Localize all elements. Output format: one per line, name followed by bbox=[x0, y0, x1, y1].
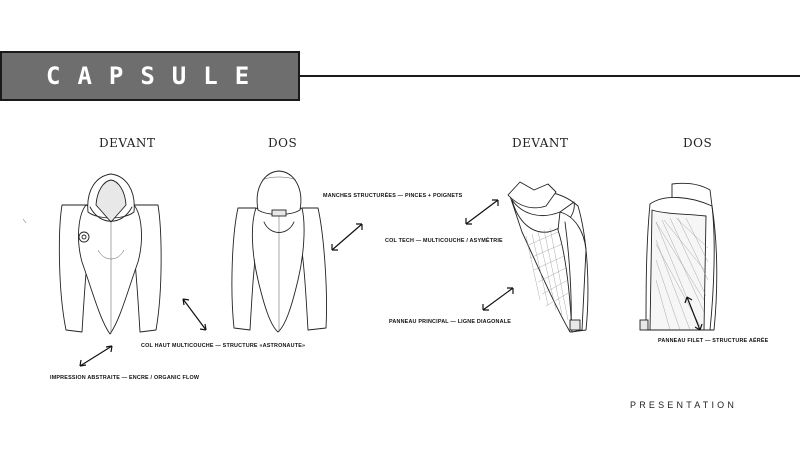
note-col-haut: COL HAUT MULTICOUCHE — STRUCTURE «ASTRON… bbox=[141, 343, 306, 349]
sketch-mark bbox=[22, 218, 27, 224]
note-panneau-filet: PANNEAU FILET — STRUCTURE AÉRÉE bbox=[658, 338, 769, 344]
footer-label: PRESENTATION bbox=[630, 400, 738, 410]
page-title: CAPSULE bbox=[46, 62, 267, 90]
annotation-arrows bbox=[79, 199, 703, 367]
hoodie-back-sketch bbox=[231, 170, 327, 333]
hoodie-front-sketch bbox=[58, 173, 162, 335]
view-label-devant-1: DEVANT bbox=[99, 136, 156, 150]
note-impression: IMPRESSION ABSTRAITE — ENCRE / ORGANIC F… bbox=[50, 375, 200, 381]
view-label-devant-2: DEVANT bbox=[512, 136, 569, 150]
view-label-dos-2: DOS bbox=[683, 136, 713, 150]
note-col-tech: COL TECH — MULTICOUCHE / ASYMÉTRIE bbox=[385, 238, 503, 244]
note-panneau-principal: PANNEAU PRINCIPAL — LIGNE DIAGONALE bbox=[389, 319, 512, 325]
note-manches: MANCHES STRUCTURÉES — PINCES + POIGNETS bbox=[323, 193, 463, 199]
view-label-dos-1: DOS bbox=[268, 136, 298, 150]
tech-jacket-back-sketch bbox=[639, 182, 718, 331]
header-rule bbox=[300, 75, 800, 77]
title-banner: CAPSULE bbox=[0, 51, 300, 101]
tech-jacket-front-sketch bbox=[507, 181, 589, 333]
